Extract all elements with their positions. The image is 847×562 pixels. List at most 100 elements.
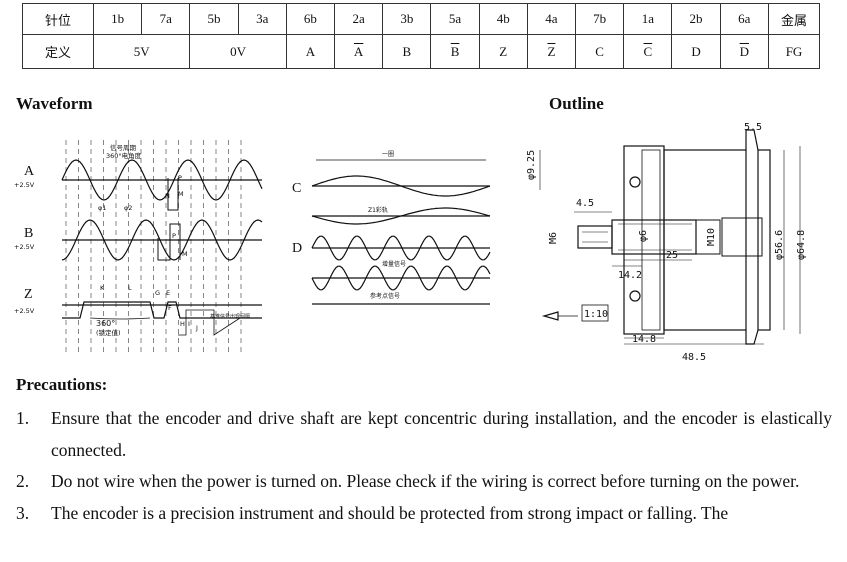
channel-z-label: Z	[24, 287, 33, 302]
def-cell: B	[430, 34, 480, 69]
m10-thread	[695, 219, 721, 255]
precaution-item: 3. The encoder is a precision instrument…	[16, 498, 832, 530]
precaution-number: 2.	[16, 471, 30, 491]
marker-k: K	[100, 284, 105, 292]
marker-j: J	[195, 324, 198, 332]
pin-cell: 7b	[575, 3, 625, 35]
dim-m10: M10	[706, 228, 717, 246]
pin-cell: 6a	[719, 3, 770, 35]
pin-cell: 3a	[237, 3, 287, 35]
z-small-label: 基准信号出现间隔	[210, 313, 250, 320]
precaution-text: Do not wire when the power is turned on.…	[51, 471, 800, 491]
channel-b-label: B	[24, 226, 33, 241]
def-cell: D	[671, 34, 721, 69]
dim-25: 25	[666, 250, 678, 261]
b-signal-wave	[61, 219, 263, 261]
marker-e: E	[166, 289, 170, 297]
channel-z-level: +2.5V	[14, 307, 35, 315]
marker-i: I	[188, 320, 190, 328]
marker-g: G	[155, 289, 160, 297]
def-row: 定义 5V 0V A A B B Z Z C C D D FG	[22, 34, 820, 69]
pin-cell: 2a	[334, 3, 384, 35]
def-cell: Z	[526, 34, 577, 69]
rear-cap	[745, 129, 759, 345]
marker-n: N	[165, 192, 170, 200]
c-signal-wave	[311, 175, 491, 225]
pin-cell: 3b	[382, 3, 432, 35]
dim-phi-6: φ6	[638, 230, 649, 242]
channel-b-level: +2.5V	[14, 243, 35, 251]
shaft-tip	[577, 225, 613, 249]
precaution-item: 1. Ensure that the encoder and drive sha…	[16, 403, 832, 466]
pin-cell: 1b	[92, 3, 143, 35]
dim-phi-64-8: φ64.8	[796, 230, 807, 260]
def-cell: B	[382, 34, 432, 69]
pin-definition-table: 针位 1b 7a 5b 3a 6b 2a 3b 5a 4b 4a 7b 1a 2…	[22, 3, 820, 69]
a-square-marker	[167, 178, 179, 211]
def-header-label: 定义	[22, 34, 94, 69]
channel-a-label: A	[24, 164, 35, 179]
marker-phi1: φ1	[98, 204, 106, 212]
waveform-title: Waveform	[16, 94, 93, 113]
pin-cell: 7a	[141, 3, 191, 35]
dim-14-8: 14.8	[632, 334, 656, 345]
z-signal-wave	[62, 301, 262, 319]
precautions-title: Precautions:	[16, 375, 108, 394]
dim-m6: M6	[548, 232, 559, 244]
rear-ring	[757, 149, 771, 331]
marker-f: F	[168, 304, 172, 312]
precaution-number: 1.	[16, 408, 30, 428]
precaution-item: 2. Do not wire when the power is turned …	[16, 466, 832, 498]
taper-box	[581, 304, 609, 322]
dim-5-5: 5.5	[744, 122, 762, 133]
dim-phi-56-6: φ56.6	[774, 230, 785, 260]
period-value: 360°电角度	[106, 151, 142, 160]
rear-connector	[721, 217, 763, 257]
marker-m: M	[178, 190, 184, 198]
def-cell: C	[575, 34, 625, 69]
period-label: 信号周期	[110, 143, 137, 152]
dim-48-5: 48.5	[682, 352, 706, 363]
ref-label: 参考点信号	[370, 292, 400, 300]
dim-4-5: 4.5	[576, 198, 594, 209]
marker-phi2: φ2	[124, 204, 132, 212]
z-angle-label: 360°	[96, 319, 115, 328]
z-360-bracket	[89, 317, 151, 320]
screw-bottom	[629, 290, 641, 302]
marker-p2: P	[172, 232, 176, 240]
pin-cell: 1a	[623, 3, 673, 35]
channel-a-level: +2.5V	[14, 181, 35, 189]
channel-d-label: D	[292, 241, 302, 256]
marker-m2: M	[182, 250, 188, 258]
taper-arrow	[541, 311, 559, 321]
marker-h: H	[180, 320, 185, 328]
def-cell: FG	[768, 34, 820, 69]
channel-c-label: C	[292, 181, 301, 196]
timing-grid	[65, 140, 242, 355]
z1-label: Z1彩轨	[368, 206, 388, 214]
precautions-list: 1. Ensure that the encoder and drive sha…	[16, 403, 832, 529]
screw-top	[629, 176, 641, 188]
pin-cell: 5a	[430, 3, 480, 35]
a-signal-wave	[61, 159, 263, 201]
marker-p: P	[178, 174, 182, 182]
precaution-text: The encoder is a precision instrument an…	[51, 502, 729, 523]
pin-cell: 6b	[285, 3, 336, 35]
pin-cell: 2b	[671, 3, 721, 35]
dim-taper: 1:10	[584, 309, 608, 320]
dim-phi-9-25: φ9.25	[526, 150, 537, 180]
z-note-label: (锁定值)	[96, 328, 121, 337]
inc-label: 增量信号	[382, 260, 406, 268]
shaft-hatch	[582, 223, 692, 251]
waveform-diagram: A B Z +2.5V +2.5V +2.5V 信号周期 360°电角度 360…	[14, 140, 491, 355]
pin-header-label: 针位	[22, 3, 94, 35]
def-cell: Z	[478, 34, 528, 69]
outline-drawing: 5.5 φ9.25 4.5 M6 φ6 M10 25 14.2 1:10 14.…	[526, 122, 807, 363]
d-signal-wave	[311, 235, 491, 291]
flange-inner	[641, 149, 661, 331]
def-cell: 5V	[92, 34, 191, 69]
marker-l: L	[128, 284, 132, 292]
pin-row: 针位 1b 7a 5b 3a 6b 2a 3b 5a 4b 4a 7b 1a 2…	[22, 3, 820, 35]
def-cell: A	[285, 34, 336, 69]
pin-cell: 4b	[478, 3, 528, 35]
